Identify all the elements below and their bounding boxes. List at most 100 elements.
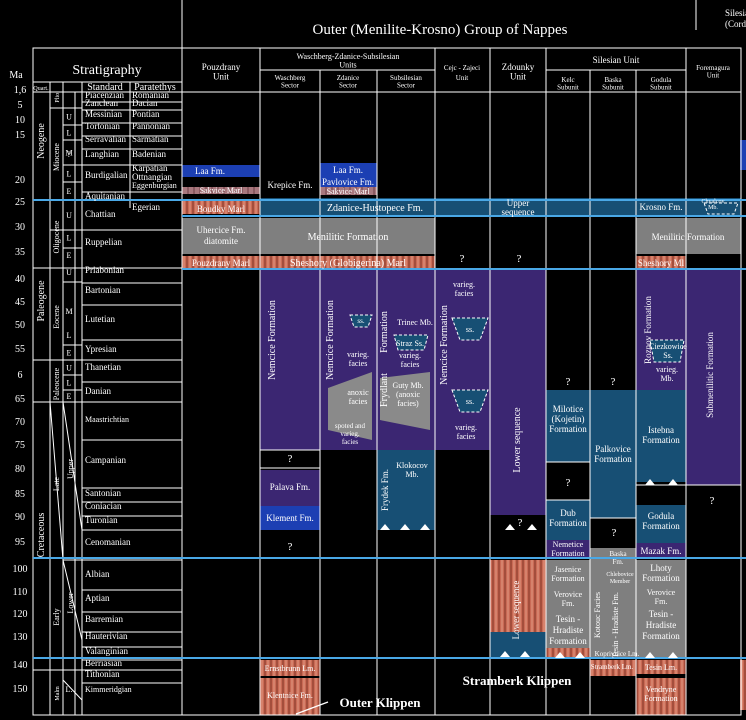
question-mark-2: ? bbox=[288, 453, 293, 465]
tesin-lm-block bbox=[636, 660, 686, 674]
question-mark-5: ? bbox=[611, 376, 616, 388]
pavlovice-label: Pavlovice Fm. bbox=[322, 177, 374, 187]
paratethys-4: Sarmatian bbox=[132, 134, 169, 144]
boundary-lines bbox=[33, 199, 746, 659]
sakvice-block-1 bbox=[182, 187, 260, 194]
ma-tick-16: 80 bbox=[15, 464, 25, 475]
kotouc-label: Kotouc Facies bbox=[593, 592, 602, 638]
stage-22: Albian bbox=[85, 569, 110, 579]
ernstbrunn-label: Ernstbrunn Lm. bbox=[265, 664, 316, 673]
stage-13: Ypresian bbox=[85, 344, 117, 354]
ss-lens-3 bbox=[451, 389, 489, 413]
outer-klippen-label: Outer Klippen bbox=[339, 695, 421, 710]
question-mark-4: ? bbox=[566, 376, 571, 388]
subepoch-8: E bbox=[67, 251, 72, 260]
ma-tick-4: 20 bbox=[15, 175, 25, 186]
laa-label-2: Laa Fm. bbox=[333, 165, 363, 175]
zdounky-teal-block bbox=[490, 632, 546, 657]
varieg-mb-label: varieg.Mb. bbox=[656, 365, 678, 383]
stage-21: Cenomanian bbox=[85, 537, 131, 547]
straz-label: Straz Ss. bbox=[396, 339, 424, 348]
stage-15: Danian bbox=[85, 386, 111, 396]
paratethys-2: Pontian bbox=[132, 109, 160, 119]
outer-klippen-arrow bbox=[295, 701, 329, 715]
paratethys-1: Dacian bbox=[132, 98, 158, 108]
stage-20: Turonian bbox=[85, 515, 118, 525]
thrust-10 bbox=[645, 652, 655, 658]
thrust-8 bbox=[555, 652, 565, 658]
milotice-block bbox=[546, 390, 590, 462]
cretaceous-diag-3 bbox=[49, 401, 64, 561]
ma-tick-14: 70 bbox=[15, 417, 25, 428]
question-mark-0: ? bbox=[460, 253, 465, 265]
cretaceous-diag-1 bbox=[62, 401, 83, 531]
lower-seq-label: Lower sequence bbox=[512, 407, 523, 473]
dub-block bbox=[546, 500, 590, 540]
kotouc-block bbox=[590, 568, 604, 658]
nemcice-block-3 bbox=[435, 270, 490, 450]
roznov-block bbox=[636, 270, 686, 390]
stage-27: Berriasian bbox=[85, 658, 122, 668]
jasenice-block bbox=[546, 560, 590, 590]
thrust-6 bbox=[500, 651, 510, 657]
subepoch-6: U bbox=[66, 211, 72, 220]
istebna-block bbox=[636, 390, 686, 482]
text-labels: Outer (Menilite-Krosno) Group of NappesS… bbox=[9, 8, 746, 710]
question-mark-1: ? bbox=[517, 253, 522, 265]
tesin-v-label: Tesin - Hradiste Fm. bbox=[611, 592, 620, 658]
sakvice-block-2 bbox=[320, 187, 377, 195]
menilitic-label-1: Menilitic Formation bbox=[308, 232, 389, 243]
paratethys-9: Egerian bbox=[132, 202, 160, 212]
ma-tick-18: 90 bbox=[15, 512, 25, 523]
verovice-block-1 bbox=[546, 590, 590, 610]
ma-tick-1: 5 bbox=[18, 100, 23, 111]
ma-tick-8: 40 bbox=[15, 274, 25, 285]
godula-fm-block bbox=[636, 505, 686, 543]
frydek-label: Frydek Fm. bbox=[380, 469, 390, 511]
ss-lens-2 bbox=[451, 317, 489, 341]
menilitic-block-2 bbox=[636, 218, 741, 254]
subepoch-7: L bbox=[67, 234, 72, 243]
ma-tick-22: 120 bbox=[13, 609, 28, 620]
palava-block bbox=[260, 470, 320, 506]
question-mark-6: ? bbox=[566, 477, 571, 489]
palava-label: Palava Fm. bbox=[270, 482, 311, 492]
stage-3: Tortonian bbox=[85, 121, 120, 131]
upper-sequence-block bbox=[490, 198, 546, 215]
silesian-unit-header: Silesian Unit bbox=[593, 55, 640, 65]
ernstbrunn-block bbox=[260, 660, 320, 676]
straz-lens bbox=[393, 334, 429, 351]
koprivnice-label: Koprivnice Lm. bbox=[595, 650, 640, 658]
zdounky-red-block bbox=[490, 560, 546, 632]
cejc-unit-header: Unit bbox=[456, 74, 469, 82]
lower-seq-label-2: Lower sequence bbox=[511, 581, 521, 640]
pouzdrany-marl-label: Pouzdrany Marl bbox=[192, 258, 251, 268]
period-2: Cretaceous bbox=[36, 513, 47, 558]
subepoch-15: E bbox=[67, 392, 72, 401]
thrust-12 bbox=[645, 479, 655, 485]
laa-label-1: Laa Fm. bbox=[195, 166, 225, 176]
standard-header: Standard bbox=[87, 82, 123, 93]
paratethys-0: Romanian bbox=[132, 90, 169, 100]
thrust-1 bbox=[380, 524, 390, 530]
stratigraphy-title: Stratigraphy bbox=[72, 63, 141, 78]
ma-tick-7: 35 bbox=[15, 247, 25, 258]
submenilitic-block bbox=[686, 270, 741, 485]
cejc-header: Cejc - Zajeci bbox=[444, 64, 480, 72]
right-edge-red bbox=[740, 660, 746, 710]
thrust-9 bbox=[575, 652, 585, 658]
thrust-2 bbox=[400, 524, 410, 530]
